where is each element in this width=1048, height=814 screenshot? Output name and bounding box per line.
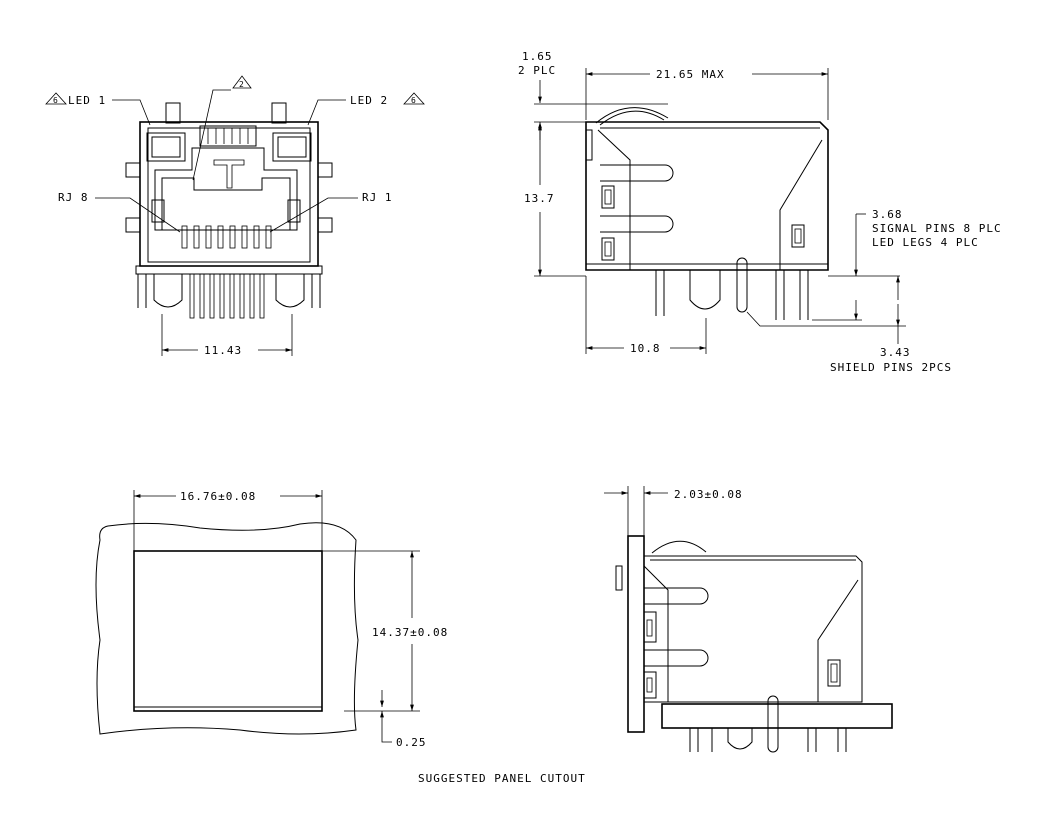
caption: SUGGESTED PANEL CUTOUT xyxy=(418,772,586,785)
length-dim: 21.65 MAX xyxy=(656,68,725,81)
rj8-label: RJ 8 xyxy=(58,191,89,204)
side-view: 1.65 2 PLC 21.65 MAX 13.7 3.68 SIGNAL PI… xyxy=(518,50,1002,374)
cutout-offset-dim: 0.25 xyxy=(396,736,427,749)
led2-label: LED 2 xyxy=(350,94,388,107)
led-note-marker-right: 6 xyxy=(411,96,417,105)
led-note-marker-left: 6 xyxy=(53,96,59,105)
shield-note: SHIELD PINS 2PCS xyxy=(830,361,952,374)
panel-view: 2.03±0.08 xyxy=(604,486,893,753)
signal-dim: 3.68 xyxy=(872,208,903,221)
shield-dim: 3.43 xyxy=(880,346,911,359)
cutout-width-dim: 16.76±0.08 xyxy=(180,490,256,503)
signal-note-2: LED LEGS 4 PLC xyxy=(872,236,979,249)
cutout-view: 16.76±0.08 14.37±0.08 0.25 xyxy=(95,490,448,749)
pitch-dim: 11.43 xyxy=(204,344,242,357)
signal-note-1: SIGNAL PINS 8 PLC xyxy=(872,222,1002,235)
rj1-label: RJ 1 xyxy=(362,191,393,204)
signal-pins xyxy=(189,273,265,319)
tab-note-marker: 2 xyxy=(239,80,245,89)
cutout-height-dim: 14.37±0.08 xyxy=(372,626,448,639)
rj-contacts xyxy=(181,225,272,249)
top-dim-1: 1.65 xyxy=(522,50,553,63)
panel-thickness-dim: 2.03±0.08 xyxy=(674,488,743,501)
front-view: 6 6 2 LED 1 LED 2 RJ 8 RJ 1 11.43 xyxy=(45,75,425,357)
height-dim: 13.7 xyxy=(524,192,555,205)
led1-label: LED 1 xyxy=(68,94,106,107)
depth-dim: 10.8 xyxy=(630,342,661,355)
top-dim-2: 2 PLC xyxy=(518,64,556,77)
